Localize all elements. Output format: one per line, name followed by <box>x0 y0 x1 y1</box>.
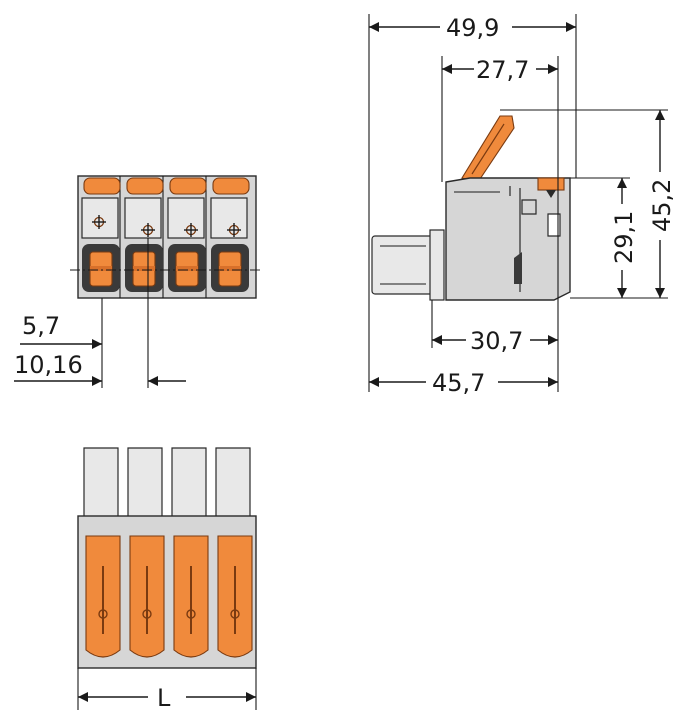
dim-label-body-width: 30,7 <box>470 327 523 355</box>
top-actuator-3 <box>173 535 209 658</box>
top-actuator-2 <box>129 535 165 658</box>
top-fin-row <box>83 447 251 531</box>
top-view: L <box>77 447 257 712</box>
side-plug-nose <box>371 235 435 295</box>
front-pole-2 <box>124 177 164 292</box>
front-pole-4 <box>210 177 250 292</box>
side-view: 49,9 27,7 45,2 29,1 30,7 45,7 <box>368 14 676 397</box>
front-pole-1 <box>81 177 121 292</box>
dim-label-total-width-top: 49,9 <box>446 14 499 42</box>
side-housing <box>445 177 571 301</box>
side-release-tab <box>537 177 565 191</box>
dim-label-pitch-offset: 5,7 <box>22 312 60 340</box>
dim-label-length: L <box>157 684 171 712</box>
dim-label-total-height: 45,2 <box>648 179 676 232</box>
dim-label-total-width-bottom: 45,7 <box>432 369 485 397</box>
top-actuator-4 <box>217 535 253 658</box>
front-pole-3 <box>167 177 207 292</box>
dim-label-body-height: 29,1 <box>610 211 638 264</box>
dim-label-lever-width: 27,7 <box>476 56 529 84</box>
top-actuator-1 <box>85 535 121 658</box>
dim-label-pitch: 10,16 <box>14 351 83 379</box>
front-view: 5,7 10,16 <box>14 175 262 388</box>
